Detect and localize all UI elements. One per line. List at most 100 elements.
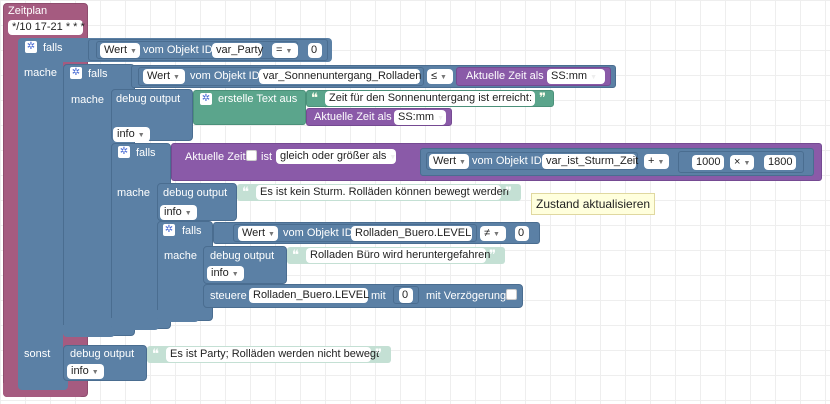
control-label: steuere [210, 290, 247, 302]
debug1-time-label: Aktuelle Zeit als [314, 111, 392, 123]
cron-field[interactable]: */10 17-21 * * * [8, 20, 85, 35]
if4-value-field[interactable]: 0 [515, 226, 529, 241]
debug4-text-field[interactable]: Es ist Party; Rolläden werden nicht bewe… [166, 347, 379, 362]
if3-falls-label: falls [136, 147, 156, 159]
if3-times-dropdown[interactable]: ×▼ [730, 155, 754, 170]
dropdown-arrow-icon: ▼ [137, 132, 145, 139]
control-object-id[interactable]: Rolladen_Buero.LEVEL [249, 288, 369, 303]
dropdown-arrow-icon: ▼ [130, 48, 137, 55]
if3-comparison-text: gleich oder größer als [280, 150, 387, 162]
if1-gear-icon[interactable]: ✲ [25, 41, 37, 53]
if1-operator-dropdown[interactable]: =▼ [272, 43, 298, 58]
debug2-level-dropdown[interactable]: info▼ [160, 205, 197, 220]
quote-open-icon: ❝ [292, 247, 299, 262]
quote-close-icon: ❞ [505, 184, 512, 199]
debug1-time-format-dropdown[interactable]: SS:mm▼ [394, 110, 446, 125]
debug1-gear-icon[interactable]: ✲ [200, 93, 212, 105]
if2-time-format-dropdown[interactable]: SS:mm▼ [547, 69, 605, 84]
if3-object-id[interactable]: var_ist_Sturm_Zeit [542, 154, 638, 169]
if4-attr-dropdown[interactable]: Wert▼ [238, 226, 278, 241]
if3-bottom [111, 318, 159, 330]
if2-attr-text: Wert [147, 70, 171, 82]
debug1-level-text: info [117, 128, 135, 140]
if3-time-label: Aktuelle Zeit [185, 151, 246, 163]
if1-from-object-label: vom Objekt ID [143, 44, 213, 56]
if4-operator-dropdown[interactable]: ≠▼ [480, 226, 506, 241]
control-value-field[interactable]: 0 [399, 288, 413, 303]
if3-mache-label: mache [117, 187, 151, 199]
dropdown-arrow-icon: ▼ [437, 115, 444, 122]
if3-checkbox[interactable] [246, 150, 257, 161]
quote-open-icon: ❝ [311, 90, 318, 105]
if1-attr-dropdown[interactable]: Wert▼ [100, 43, 140, 58]
if2-mache-label: mache [71, 94, 105, 106]
debug3-level-dropdown[interactable]: info▼ [207, 266, 244, 281]
schedule-title: Zeitplan [8, 5, 48, 17]
if2-bottom [63, 325, 115, 337]
dropdown-arrow-icon: ▼ [459, 159, 466, 166]
control-with-label: mit [371, 290, 386, 302]
quote-open-icon: ❝ [242, 184, 249, 199]
if2-operator-dropdown[interactable]: ≤▼ [427, 69, 453, 84]
if3-from-object-label: vom Objekt ID [472, 155, 542, 167]
if3-attr-text: Wert [433, 155, 457, 167]
debug2-text-field[interactable]: Es ist kein Sturm. Rolläden können beweg… [256, 185, 509, 200]
if1-value-field[interactable]: 0 [308, 43, 322, 58]
if3-comparison-dropdown[interactable]: gleich oder größer als▼ [276, 149, 396, 164]
if1-falls-label: falls [43, 42, 63, 54]
debug1-text-field[interactable]: Zeit für den Sonnenuntergang ist erreich… [325, 91, 535, 106]
debug2-level-text: info [164, 206, 182, 218]
debug3-label: debug output [210, 250, 275, 262]
debug1-label: debug output [116, 93, 181, 105]
if4-attr-text: Wert [242, 227, 266, 239]
if4-bottom [157, 310, 199, 322]
if3-num1-field[interactable]: 1000 [692, 155, 724, 170]
debug4-level-dropdown[interactable]: info▼ [67, 364, 104, 379]
if2-from-object-label: vom Objekt ID [190, 70, 260, 82]
debug3-text-field[interactable]: Rolladen Büro wird heruntergefahren [306, 248, 490, 263]
if2-object-id[interactable]: var_Sonnenuntergang_Rolladen [259, 69, 421, 84]
debug4-block[interactable] [63, 345, 147, 381]
debug4-level-text: info [71, 365, 89, 377]
if3-plus-text: + [648, 155, 655, 167]
dropdown-arrow-icon: ▼ [657, 159, 665, 166]
control-delay-checkbox[interactable] [506, 289, 517, 300]
if3-plus-dropdown[interactable]: +▼ [644, 154, 669, 169]
if4-falls-label: falls [182, 225, 202, 237]
debug2-label: debug output [163, 187, 228, 199]
if1-operator-text: = [276, 44, 283, 56]
if1-mache-label: mache [24, 67, 58, 79]
dropdown-arrow-icon: ▼ [231, 271, 239, 278]
if4-gear-icon[interactable]: ✲ [163, 224, 175, 236]
if4-object-id[interactable]: Rolladen_Buero.LEVEL [351, 226, 472, 241]
if1-spine [18, 38, 63, 388]
debug1-level-dropdown[interactable]: info▼ [113, 127, 150, 142]
if3-attr-dropdown[interactable]: Wert▼ [429, 154, 469, 169]
debug1-create-text-label: erstelle Text aus [218, 93, 298, 105]
dropdown-arrow-icon: ▼ [389, 154, 397, 161]
if2-attr-dropdown[interactable]: Wert▼ [143, 69, 185, 84]
dropdown-arrow-icon: ▼ [285, 48, 293, 55]
if4-mache-label: mache [164, 250, 198, 262]
quote-close-icon: ❞ [539, 90, 546, 105]
if3-times-text: × [734, 156, 741, 168]
if2-gear-icon[interactable]: ✲ [70, 67, 82, 79]
if1-object-id[interactable]: var_Party [212, 43, 263, 58]
dropdown-arrow-icon: ▼ [268, 231, 275, 238]
if1-bottom [18, 378, 68, 390]
if2-falls-label: falls [88, 68, 108, 80]
if3-gear-icon[interactable]: ✲ [118, 146, 130, 158]
debug4-label: debug output [70, 348, 135, 360]
dropdown-arrow-icon: ▼ [173, 74, 180, 81]
if1-attr-text: Wert [104, 44, 128, 56]
quote-open-icon: ❝ [152, 346, 159, 361]
if3-num2-field[interactable]: 1800 [764, 155, 796, 170]
if2-operator-text: ≤ [431, 70, 438, 82]
debug3-level-text: info [211, 267, 229, 279]
control-delay-label: mit Verzögerung [426, 290, 507, 302]
if3-is-label: ist [261, 151, 272, 163]
dropdown-arrow-icon: ▼ [743, 160, 751, 167]
if2-time-label: Aktuelle Zeit als [466, 70, 544, 82]
quote-close-icon: ❞ [489, 247, 496, 262]
dropdown-arrow-icon: ▼ [91, 369, 99, 376]
